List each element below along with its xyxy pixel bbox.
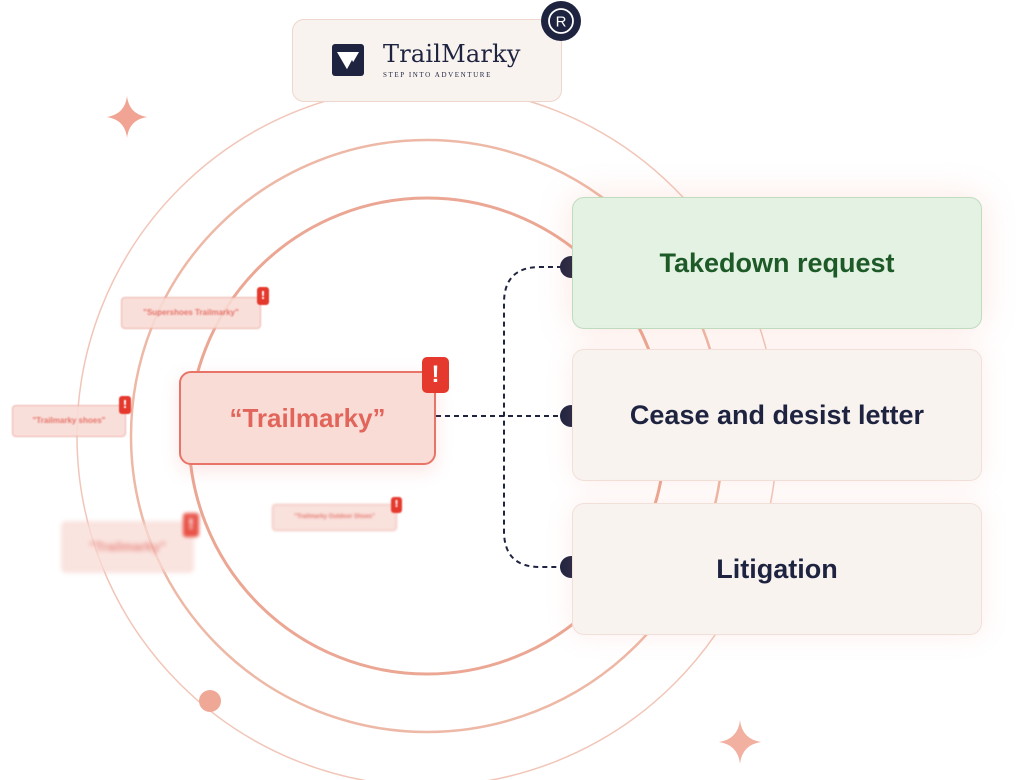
watched-term-card[interactable]: “Trailmarky” [179,371,436,465]
detected-term: "Trailmarky Outdoor Shoes" [272,504,397,531]
alert-icon: ! [422,357,449,393]
registered-trademark-icon: R [541,1,581,41]
detected-term-text: "Trailmarky Outdoor Shoes" [294,514,375,520]
litigation-option[interactable]: Litigation [572,503,982,635]
action-label: Cease and desist letter [629,399,925,430]
detected-term-text: "Trailmarky shoes" [32,416,106,425]
detected-term: "Trailmarky" [62,522,193,572]
detected-term: "Supershoes Trailmarky" [121,297,261,329]
alert-icon: ! [119,396,131,414]
watched-term-text: “Trailmarky” [229,403,386,433]
takedown-request-option[interactable]: Takedown request [572,197,982,329]
detected-term-text: "Supershoes Trailmarky" [143,308,239,317]
brand-name: TrailMarky [383,40,521,68]
sparkle-icon [719,720,761,764]
alert-icon: ! [391,497,402,513]
detected-term: "Trailmarky shoes" [12,405,126,437]
trailmarky-logo-icon [332,44,364,76]
connector-line [503,266,571,568]
sparkle-icon [107,96,147,138]
cease-and-desist-option[interactable]: Cease and desist letter [572,349,982,481]
detected-term-text: "Trailmarky" [88,539,167,554]
action-label: Takedown request [659,247,895,278]
brand-card: TrailMarky STEP INTO ADVENTURE [292,19,562,102]
registered-symbol: R [556,14,567,31]
orbit-dot [199,690,221,712]
brand-tagline: STEP INTO ADVENTURE [383,71,492,79]
alert-icon: ! [257,287,269,305]
alert-icon: ! [183,513,199,537]
action-label: Litigation [716,553,838,584]
